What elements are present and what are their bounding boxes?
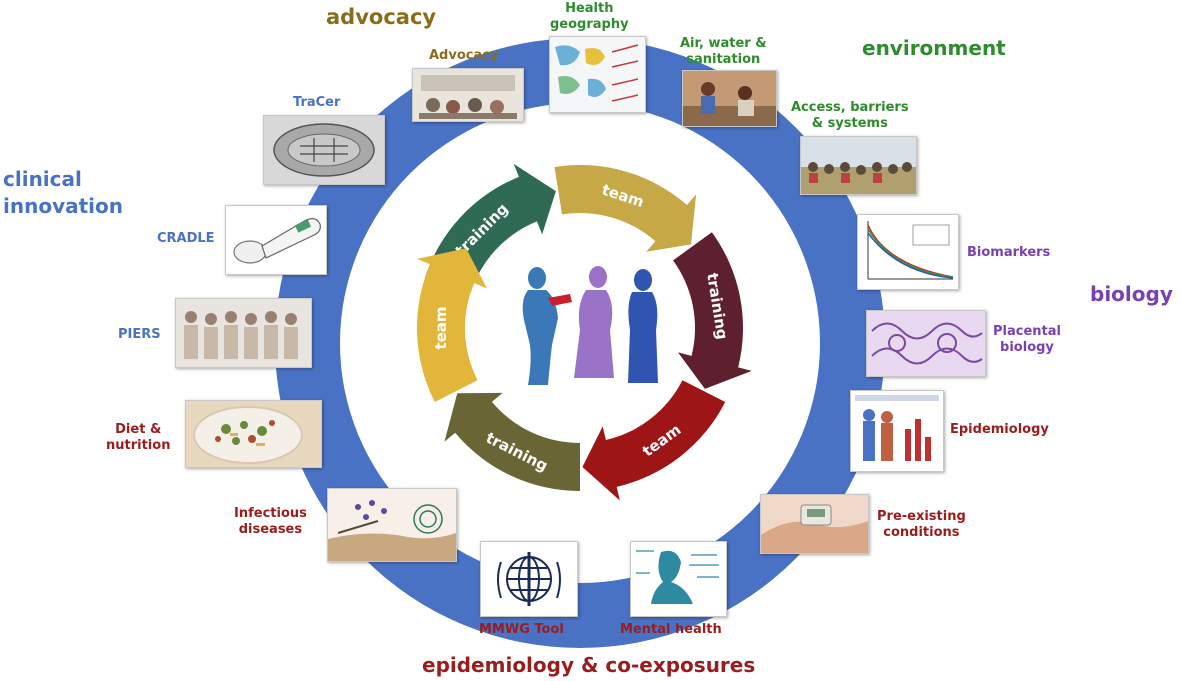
cradle-device <box>225 205 327 275</box>
piers-photo <box>175 298 312 368</box>
tracer-device <box>263 115 385 185</box>
label-mental-health: Mental health <box>620 622 722 637</box>
mental-health-art <box>630 541 727 617</box>
label-biomarkers: Biomarkers <box>967 245 1051 260</box>
label-preexisting-conditions: Pre-existing conditions <box>877 509 966 540</box>
category-clinical-innovation: clinical innovation <box>3 167 123 218</box>
label-advocacy: Advocacy <box>429 48 499 63</box>
label-epidemiology: Epidemiology <box>950 422 1049 437</box>
label-air-water-sanitation: Air, water & sanitation <box>680 36 767 67</box>
who-emblem-icon <box>480 541 578 617</box>
diet-nutrition-photo <box>185 400 322 468</box>
category-advocacy: advocacy <box>326 5 437 29</box>
cycle-arrow-label-6: team <box>432 306 450 349</box>
cycle-arrow-2 <box>554 165 697 252</box>
cycle-arrow-4 <box>582 380 726 501</box>
label-mmwg-tool: MMWG Tool <box>479 622 564 637</box>
cycle-arrow-6 <box>416 248 488 403</box>
health-geography-map <box>549 36 646 113</box>
label-placental-biology: Placental biology <box>993 324 1061 355</box>
three-women-silhouette-icon <box>522 266 658 385</box>
label-access-barriers: Access, barriers & systems <box>791 100 909 131</box>
biomarkers-graph <box>857 214 959 290</box>
label-health-geography: Health geography <box>550 1 629 32</box>
category-environment: environment <box>862 36 1006 60</box>
label-infectious-diseases: Infectious diseases <box>234 506 307 537</box>
category-epidemiology: epidemiology & co-exposures <box>422 653 756 677</box>
preexisting-conditions-photo <box>760 494 869 554</box>
placental-histology <box>866 310 986 377</box>
access-barriers-photo <box>800 136 917 195</box>
label-piers: PIERS <box>118 327 161 342</box>
epidemiology-chart <box>850 390 944 472</box>
category-biology: biology <box>1090 282 1173 306</box>
label-cradle: CRADLE <box>157 231 215 246</box>
label-tracer: TraCer <box>293 95 341 110</box>
cycle-arrow-5 <box>444 392 580 491</box>
cycle-arrow-3 <box>673 232 752 389</box>
label-diet-nutrition: Diet & nutrition <box>106 422 171 453</box>
air-water-photo <box>682 70 777 127</box>
advocacy-photo <box>412 68 524 122</box>
infectious-diseases-art <box>327 488 457 562</box>
